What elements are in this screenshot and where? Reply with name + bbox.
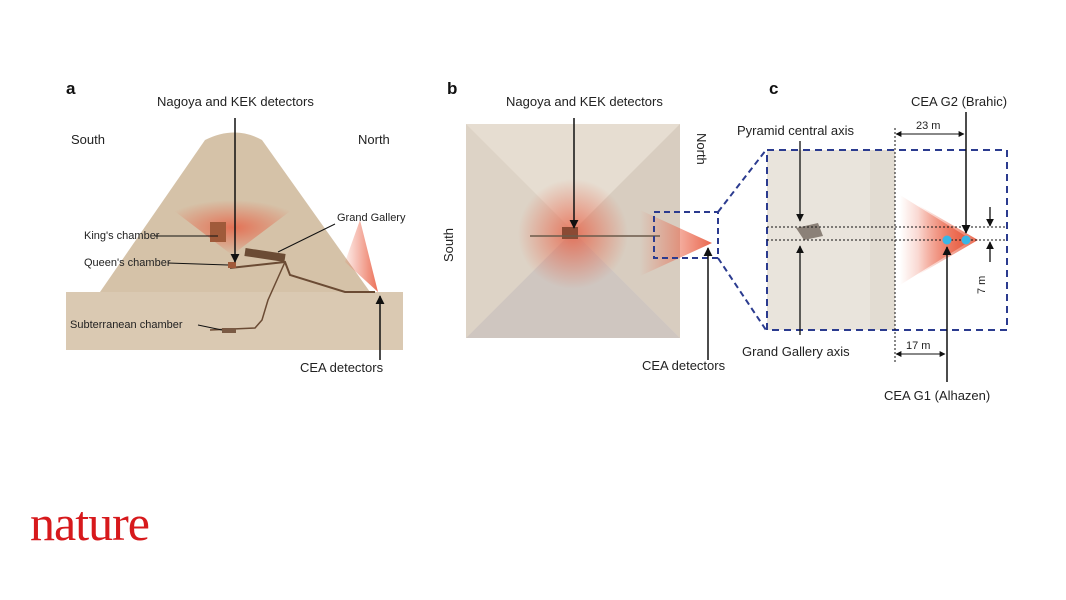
pyramid-axis-label: Pyramid central axis	[737, 123, 855, 138]
subterranean-passage	[209, 261, 286, 331]
subterranean-chamber-shape	[222, 328, 236, 333]
panel-a-letter: a	[66, 79, 76, 98]
kings-chamber-label: King's chamber	[84, 230, 160, 242]
panel-b: b Nagoya and KEK detectors North South C…	[441, 79, 767, 373]
dist-7-label: 7 m	[976, 276, 988, 294]
cea-cone-b	[640, 210, 712, 276]
panel-a-cea-label: CEA detectors	[300, 360, 384, 375]
detector-rays-a	[160, 200, 305, 255]
panel-b-detectors-label: Nagoya and KEK detectors	[506, 94, 663, 109]
zoom-box-small	[653, 211, 719, 259]
gallery-axis-label: Grand Gallery axis	[742, 344, 850, 359]
panel-b-south-label: South	[441, 228, 456, 262]
panel-c: c Pyramid central axis CEA G2 (Brahic) 2…	[737, 79, 1008, 403]
panel-b-letter: b	[447, 79, 457, 98]
grand-gallery-shape	[244, 248, 286, 262]
zoom-connector-top	[717, 149, 767, 213]
descending-corridor	[229, 260, 375, 293]
cea-g2-label: CEA G2 (Brahic)	[911, 94, 1007, 109]
kings-chamber-shape	[210, 222, 226, 242]
zoom-texture-edge	[870, 150, 895, 330]
queens-chamber-label: Queen's chamber	[84, 257, 171, 269]
subterranean-chamber-label: Subterranean chamber	[70, 319, 183, 331]
detector-g1-dot	[942, 235, 952, 245]
dist-23-label: 23 m	[916, 120, 940, 132]
cea-g1-label: CEA G1 (Alhazen)	[884, 388, 990, 403]
panel-b-cea-label: CEA detectors	[642, 358, 726, 373]
cea-cone-a	[345, 220, 378, 292]
grand-gallery-leader	[277, 223, 336, 253]
panel-a-south-label: South	[71, 132, 105, 147]
panel-c-letter: c	[769, 79, 778, 98]
panel-a-detectors-label: Nagoya and KEK detectors	[157, 94, 314, 109]
queens-chamber-shape	[228, 262, 236, 268]
panel-a-north-label: North	[358, 132, 390, 147]
detector-g2-dot	[961, 235, 971, 245]
ground-layer	[66, 292, 403, 350]
panel-a: a Nagoya and KEK detectors South North K…	[66, 79, 406, 375]
grand-gallery-label: Grand Gallery	[337, 212, 406, 224]
nature-logo: nature	[30, 495, 150, 551]
queens-chamber-leader	[167, 262, 229, 266]
subterranean-leader	[197, 324, 223, 331]
dist-17-label: 17 m	[906, 340, 930, 352]
kings-chamber-top	[562, 227, 578, 239]
zoom-connector-bottom	[717, 257, 767, 331]
panel-b-north-label: North	[694, 133, 709, 165]
